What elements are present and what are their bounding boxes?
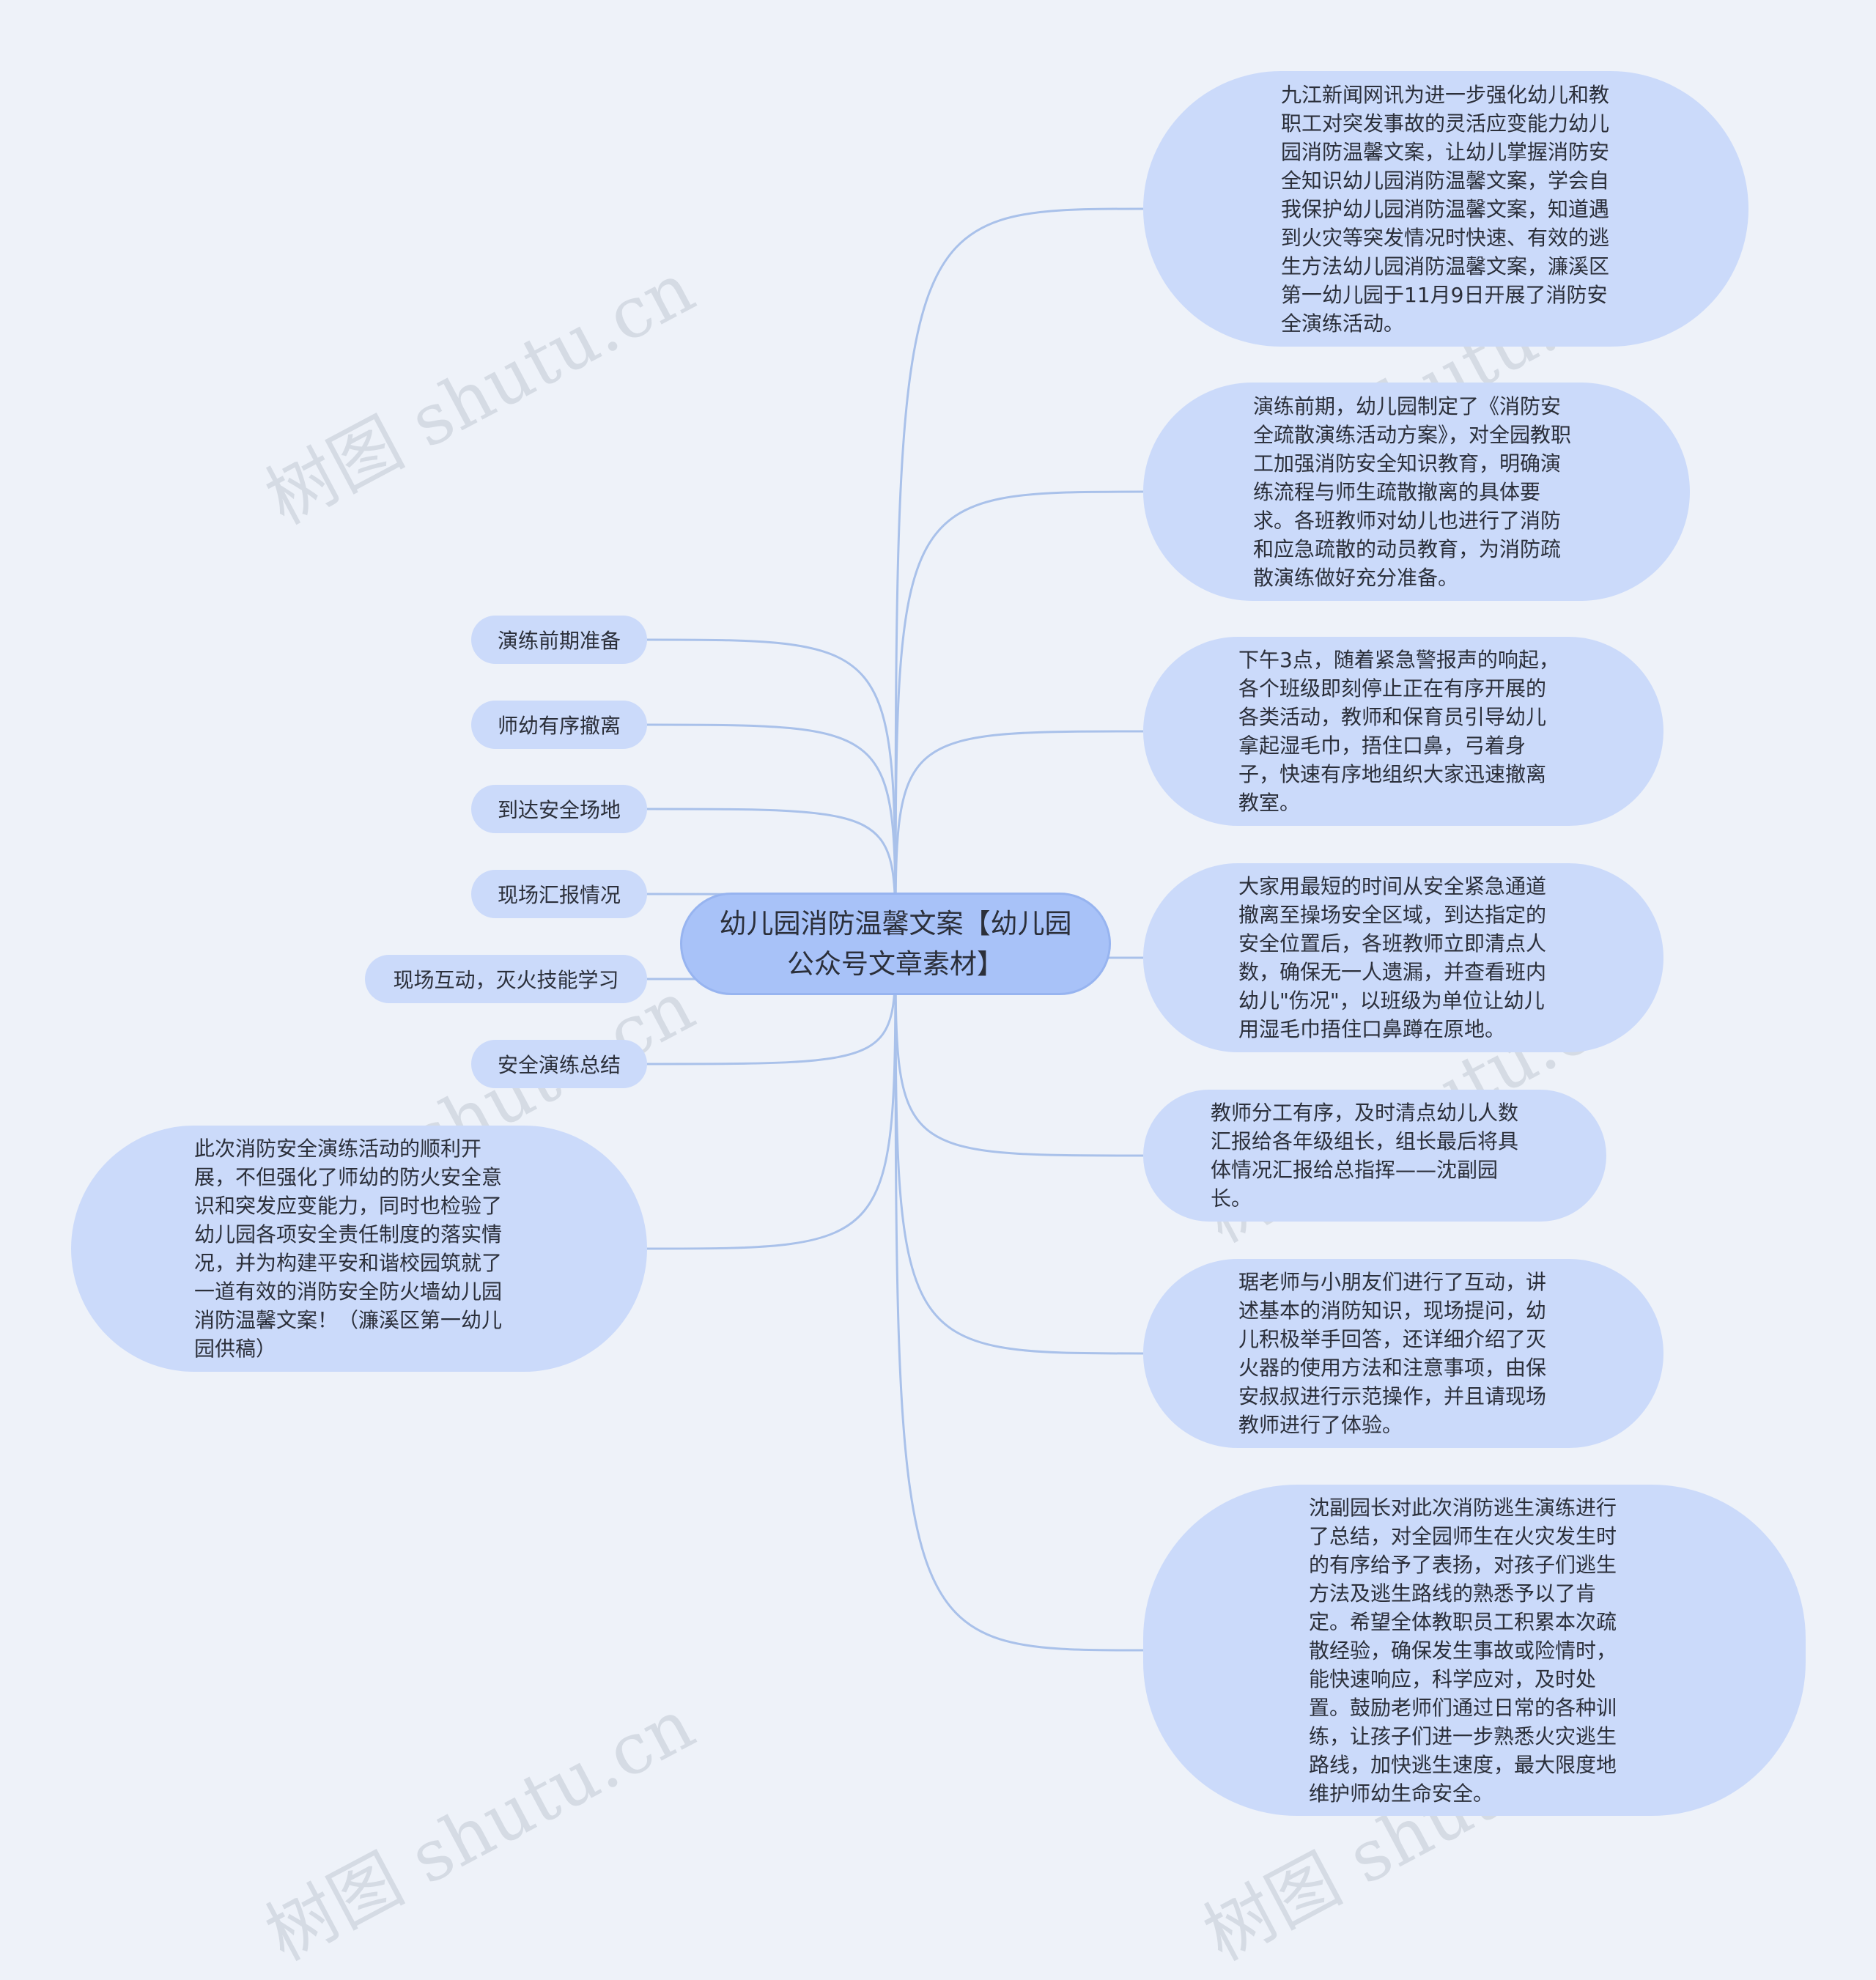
- connector-line: [894, 207, 1144, 945]
- detail-text: 琚老师与小朋友们进行了互动，讲述基本的消防知识，现场提问，幼儿积极举手回答，还详…: [1238, 1270, 1547, 1437]
- branch-label: 现场互动，灭火技能学习: [393, 968, 619, 992]
- branch-label: 到达安全场地: [497, 798, 621, 822]
- detail-node-evacuation[interactable]: 下午3点，随着紧急警报声的响起，各个班级即刻停止正在有序开展的各类活动，教师和保…: [1143, 637, 1663, 826]
- branch-label: 师幼有序撤离: [497, 714, 621, 738]
- summary-text: 此次消防安全演练活动的顺利开展，不但强化了师幼的防火安全意识和突发应变能力，同时…: [194, 1137, 503, 1361]
- detail-text: 大家用最短的时间从安全紧急通道撤离至操场安全区域，到达指定的安全位置后，各班教师…: [1238, 874, 1547, 1041]
- branch-node-on-site-report[interactable]: 现场汇报情况: [471, 870, 647, 918]
- central-topic[interactable]: 幼儿园消防温馨文案【幼儿园公众号文章素材】: [680, 893, 1111, 995]
- branch-node-orderly-evacuation[interactable]: 师幼有序撤离: [471, 701, 647, 749]
- central-topic-title: 幼儿园消防温馨文案【幼儿园公众号文章素材】: [719, 908, 1072, 980]
- summary-node[interactable]: 此次消防安全演练活动的顺利开展，不但强化了师幼的防火安全意识和突发应变能力，同时…: [71, 1126, 647, 1372]
- watermark: 树图 shutu.cn: [253, 246, 707, 541]
- detail-node-summary[interactable]: 沈副园长对此次消防逃生演练进行了总结，对全园师生在火灾发生时的有序给予了表扬，对…: [1143, 1485, 1806, 1816]
- branch-node-fire-skills[interactable]: 现场互动，灭火技能学习: [365, 955, 647, 1003]
- detail-node-safe-area[interactable]: 大家用最短的时间从安全紧急通道撤离至操场安全区域，到达指定的安全位置后，各班教师…: [1143, 863, 1663, 1052]
- branch-label: 安全演练总结: [497, 1053, 621, 1077]
- detail-text: 下午3点，随着紧急警报声的响起，各个班级即刻停止正在有序开展的各类活动，教师和保…: [1238, 648, 1559, 815]
- branch-node-drill-summary[interactable]: 安全演练总结: [471, 1040, 647, 1088]
- branch-node-safe-area[interactable]: 到达安全场地: [471, 785, 647, 833]
- detail-text: 九江新闻网讯为进一步强化幼儿和教职工对突发事故的灵活应变能力幼儿园消防温馨文案，…: [1281, 82, 1610, 336]
- detail-text: 沈副园长对此次消防逃生演练进行了总结，对全园师生在火灾发生时的有序给予了表扬，对…: [1309, 1495, 1617, 1806]
- connector-line: [894, 943, 1144, 1652]
- detail-node-drill-prep[interactable]: 演练前期，幼儿园制定了《消防安全疏散演练活动方案》，对全园教职工加强消防安全知识…: [1143, 383, 1690, 601]
- detail-node-intro[interactable]: 九江新闻网讯为进一步强化幼儿和教职工对突发事故的灵活应变能力幼儿园消防温馨文案，…: [1143, 71, 1748, 347]
- detail-text: 教师分工有序，及时清点幼儿人数汇报给各年级组长，组长最后将具体情况汇报给总指挥—…: [1211, 1101, 1519, 1211]
- detail-node-report[interactable]: 教师分工有序，及时清点幼儿人数汇报给各年级组长，组长最后将具体情况汇报给总指挥—…: [1143, 1090, 1606, 1222]
- watermark: 树图 shutu.cn: [253, 1682, 707, 1977]
- branch-label: 现场汇报情况: [497, 883, 621, 907]
- branch-node-drill-prep[interactable]: 演练前期准备: [471, 616, 647, 664]
- branch-label: 演练前期准备: [497, 629, 621, 653]
- connector-line: [894, 943, 1144, 1355]
- detail-node-interaction[interactable]: 琚老师与小朋友们进行了互动，讲述基本的消防知识，现场提问，幼儿积极举手回答，还详…: [1143, 1259, 1663, 1448]
- detail-text: 演练前期，幼儿园制定了《消防安全疏散演练活动方案》，对全园教职工加强消防安全知识…: [1253, 394, 1572, 590]
- connector-line: [894, 490, 1144, 945]
